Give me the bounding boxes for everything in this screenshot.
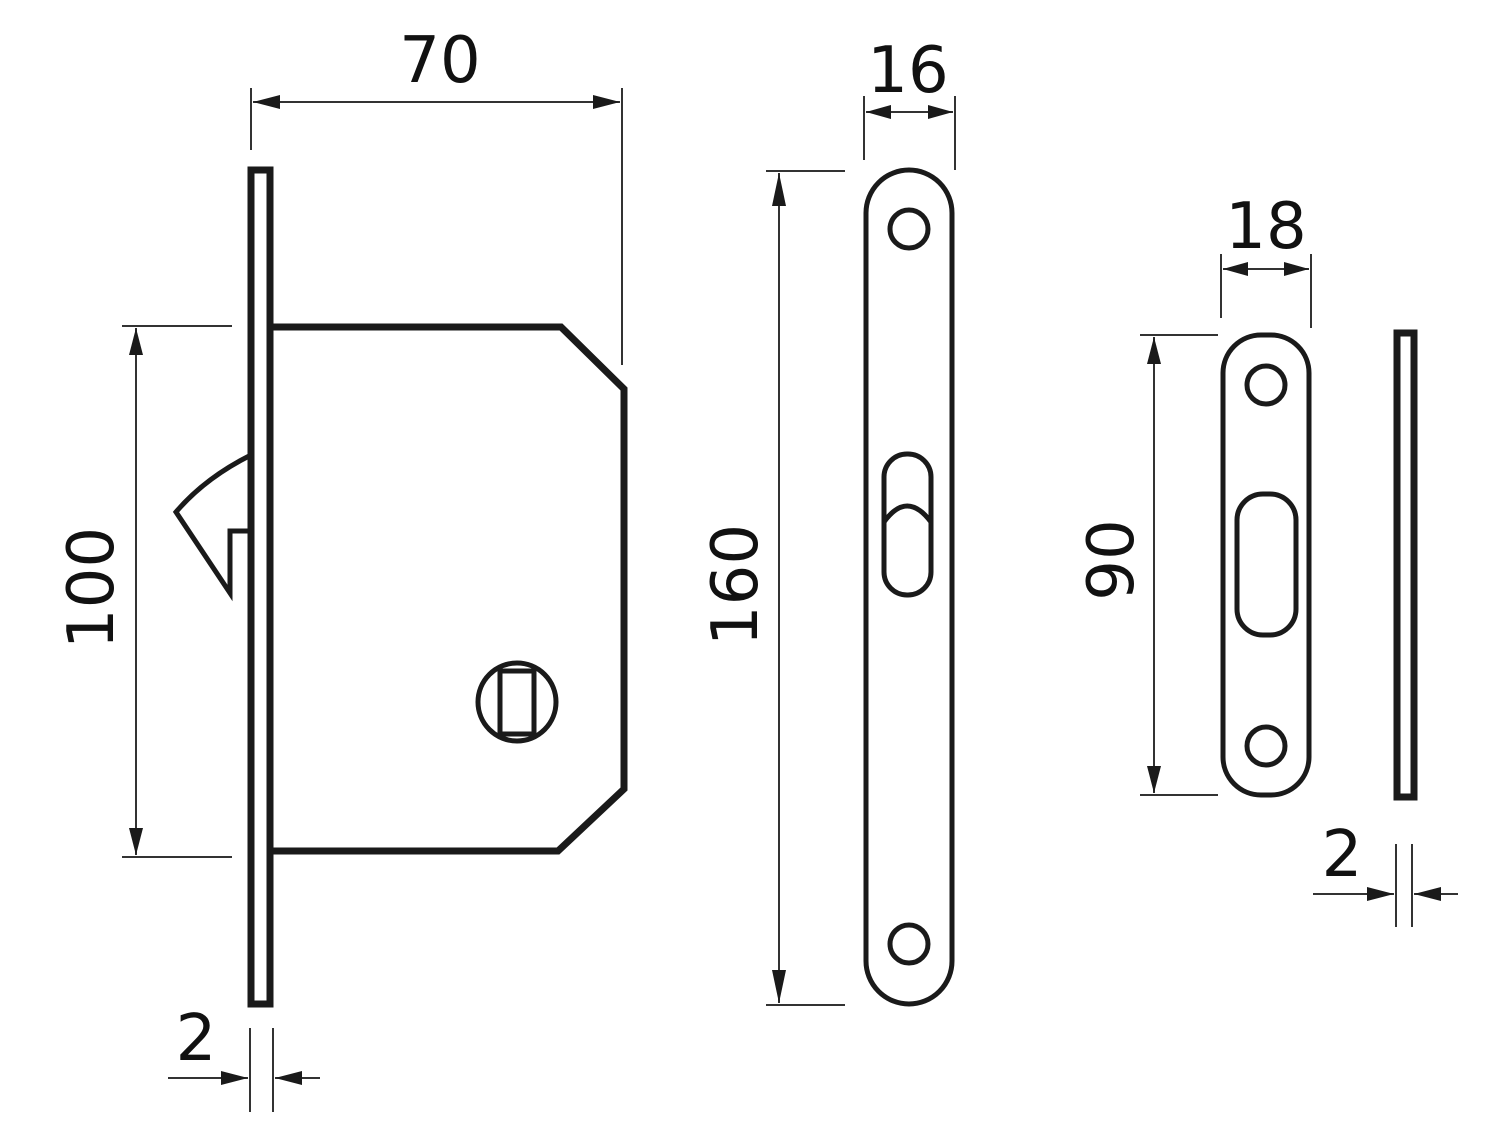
strike-slot xyxy=(1234,491,1299,638)
dim-label-2-left: 2 xyxy=(176,1002,217,1076)
dimension-thickness-2-right: 2 xyxy=(1313,818,1458,927)
dimension-height-100: 100 xyxy=(55,325,232,858)
dim-label-90: 90 xyxy=(1075,519,1149,600)
strike-plate-edge xyxy=(1393,329,1418,801)
strike-plate-side-view: 2 xyxy=(1313,329,1458,927)
dimension-height-160: 160 xyxy=(699,170,845,1006)
lock-body-side-view: 70 100 2 xyxy=(55,24,628,1112)
dimension-thickness-2-left: 2 xyxy=(168,1002,320,1112)
dim-label-18: 18 xyxy=(1225,190,1306,264)
dim-label-70: 70 xyxy=(399,24,480,98)
dim-label-16: 16 xyxy=(867,34,948,108)
strike-plate-front-view: 18 90 xyxy=(1075,190,1312,798)
dimension-height-90: 90 xyxy=(1075,334,1218,796)
dimension-width-18: 18 xyxy=(1220,190,1312,328)
spindle-hole xyxy=(475,660,559,744)
strike-plate-outline xyxy=(1220,332,1312,798)
screw-hole-bottom xyxy=(887,922,931,966)
dim-label-100: 100 xyxy=(55,527,129,649)
strike-screw-hole-bottom xyxy=(1244,724,1288,768)
faceplate-outline xyxy=(863,167,955,1007)
lock-case xyxy=(270,323,628,855)
faceplate-front-view: 16 160 xyxy=(699,34,956,1007)
hook-latch xyxy=(172,452,253,602)
latch-slot xyxy=(881,451,934,598)
dim-label-2-right: 2 xyxy=(1322,818,1363,892)
dimension-width-70: 70 xyxy=(250,24,623,365)
strike-screw-hole-top xyxy=(1244,363,1288,407)
dimension-width-16: 16 xyxy=(863,34,956,170)
screw-hole-top xyxy=(887,207,931,251)
faceplate-edge xyxy=(247,166,274,1008)
dim-label-160: 160 xyxy=(699,524,773,646)
